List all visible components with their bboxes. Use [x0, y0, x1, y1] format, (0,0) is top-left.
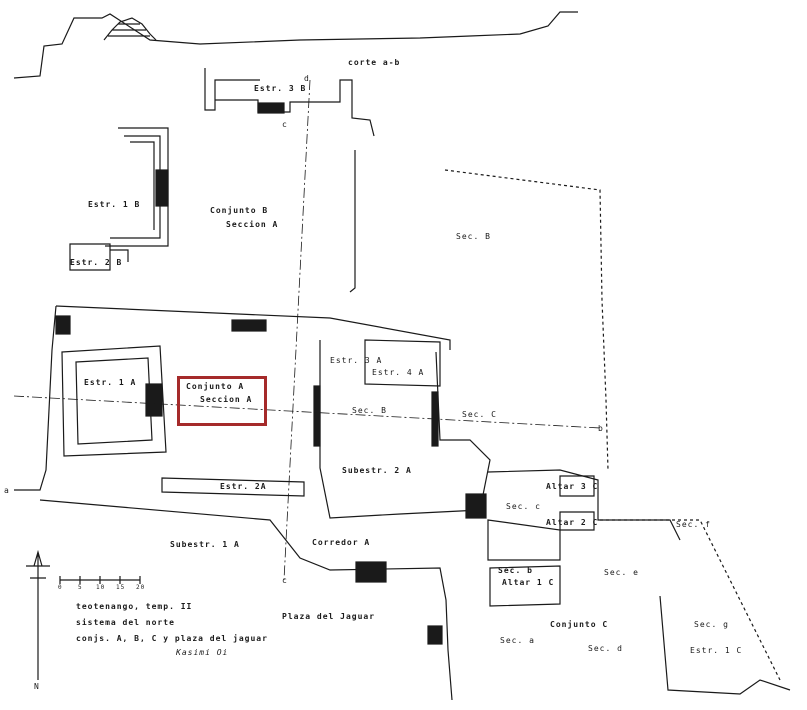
label-subestr-2a: Subestr. 2 A [342, 466, 412, 475]
label-estr-2a: Estr. 2A [220, 482, 267, 491]
label-altar-1c: Altar 1 C [502, 578, 555, 587]
estr-3a-4a-block [364, 339, 441, 387]
estr-2a-platform [161, 477, 305, 497]
axis-c-d [283, 79, 311, 581]
label-sec-b-small: Sec. b [498, 566, 533, 575]
label-point-d: d [304, 74, 310, 83]
north-arrow [26, 549, 50, 680]
label-altar-3c: Altar 3 C [546, 482, 599, 491]
label-conjunto-a: Conjunto A [186, 382, 245, 391]
label-sec-b-upper: Sec. B [456, 232, 491, 241]
west-gate [55, 315, 71, 335]
label-estr-1a: Estr. 1 A [84, 378, 137, 387]
label-corredor-a: Corredor A [312, 538, 371, 547]
sec-b-wall [349, 150, 356, 293]
legend-line-3: conjs. A, B, C y plaza del jaguar [76, 634, 268, 643]
label-point-a: a [4, 486, 10, 495]
label-plaza-jaguar: Plaza del Jaguar [282, 612, 376, 621]
corredor-gate [355, 561, 387, 583]
label-conjunto-c: Conjunto C [550, 620, 609, 629]
legend-line-1: teotenango, temp. II [76, 602, 193, 611]
label-sec-c: Sec. C [462, 410, 497, 419]
label-estr-3a: Estr. 3 A [330, 356, 383, 365]
label-sec-a-small: Sec. a [500, 636, 535, 645]
section-profile [13, 11, 578, 79]
estr-2b-wall [69, 243, 129, 271]
label-sec-g: Sec. g [694, 620, 729, 629]
label-estr-1c: Estr. 1 C [690, 646, 743, 655]
conjunto-a-north-wall [55, 305, 451, 350]
estr-3b-wall [204, 68, 375, 137]
south-east-stair [659, 595, 791, 695]
wall-mark-a [313, 385, 321, 447]
label-estr-2b: Estr. 2 B [70, 258, 123, 267]
label-estr-3b: Estr. 3 B [254, 84, 307, 93]
label-seccion-b: Seccion A [226, 220, 279, 229]
label-sec-c-small: Sec. c [506, 502, 541, 511]
south-gate [427, 625, 443, 645]
conjunto-a-west-wall [14, 305, 57, 491]
scale-label-10: 10 [96, 584, 106, 591]
conjunto-a-north-gate [231, 319, 267, 332]
axis-a-b [13, 395, 601, 429]
label-seccion-a: Seccion A [200, 395, 253, 404]
highlight-box [177, 376, 267, 426]
label-estr-4a: Estr. 4 A [372, 368, 425, 377]
subestr-2a-wall [319, 340, 491, 519]
label-sec-d: Sec. d [588, 644, 623, 653]
label-estr-1b: Estr. 1 B [88, 200, 141, 209]
legend-signature: Kasimi Oi [176, 648, 229, 657]
label-subestr-1a: Subestr. 1 A [170, 540, 240, 549]
estr-1b-block [155, 169, 169, 207]
label-sec-e: Sec. e [604, 568, 639, 577]
scale-label-5: 5 [78, 584, 83, 591]
conjunto-c-walls [487, 469, 681, 607]
scale-label-15: 15 [116, 584, 126, 591]
estr-1a-stair [145, 383, 163, 417]
scale-label-0: 0 [58, 584, 63, 591]
gate-c [465, 493, 487, 519]
corredor-wall [39, 499, 453, 701]
legend-line-2: sistema del norte [76, 618, 175, 627]
label-sec-f: Sec. f [676, 520, 711, 529]
label-point-c: c [282, 576, 288, 585]
scale-bar [59, 576, 141, 584]
estr-3b-block [257, 102, 285, 114]
label-point-c-top: c [282, 120, 288, 129]
section-header: corte a-b [348, 58, 401, 67]
north-label: N [34, 682, 40, 691]
east-boundary [600, 519, 781, 681]
estr-1a-platform [61, 345, 167, 457]
label-point-b: b [598, 424, 604, 433]
sec-b-upper-boundary [444, 169, 609, 471]
label-altar-2c: Altar 2 C [546, 518, 599, 527]
label-sec-b-mid: Sec. B [352, 406, 387, 415]
pyramid-steps [103, 17, 157, 41]
label-conjunto-b: Conjunto B [210, 206, 269, 215]
altar-blocks [559, 475, 595, 531]
scale-label-20: 20 [136, 584, 146, 591]
